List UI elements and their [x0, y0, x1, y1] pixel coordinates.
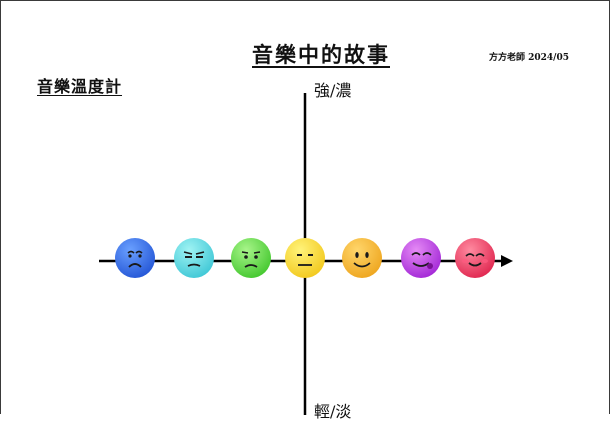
- neutral-face-icon: [284, 237, 326, 279]
- blushing-face-icon: [454, 237, 496, 279]
- section-subtitle: 音樂溫度計: [37, 77, 123, 96]
- axis-top-label: 強/濃: [314, 81, 352, 100]
- axis-bottom-label: 輕/淡: [314, 402, 352, 421]
- winking-tongue-face-icon: [400, 237, 442, 279]
- smiling-face-icon: [341, 237, 383, 279]
- slightly-frowning-face-icon: [230, 237, 272, 279]
- author-date: 方方老師 2024/05: [489, 53, 569, 63]
- thermometer-axes: [99, 93, 513, 415]
- page-title: 音樂中的故事: [252, 42, 390, 67]
- unamused-face-icon: [173, 237, 215, 279]
- horizontal-axis-arrowhead: [501, 255, 513, 267]
- sad-face-icon: [114, 237, 156, 279]
